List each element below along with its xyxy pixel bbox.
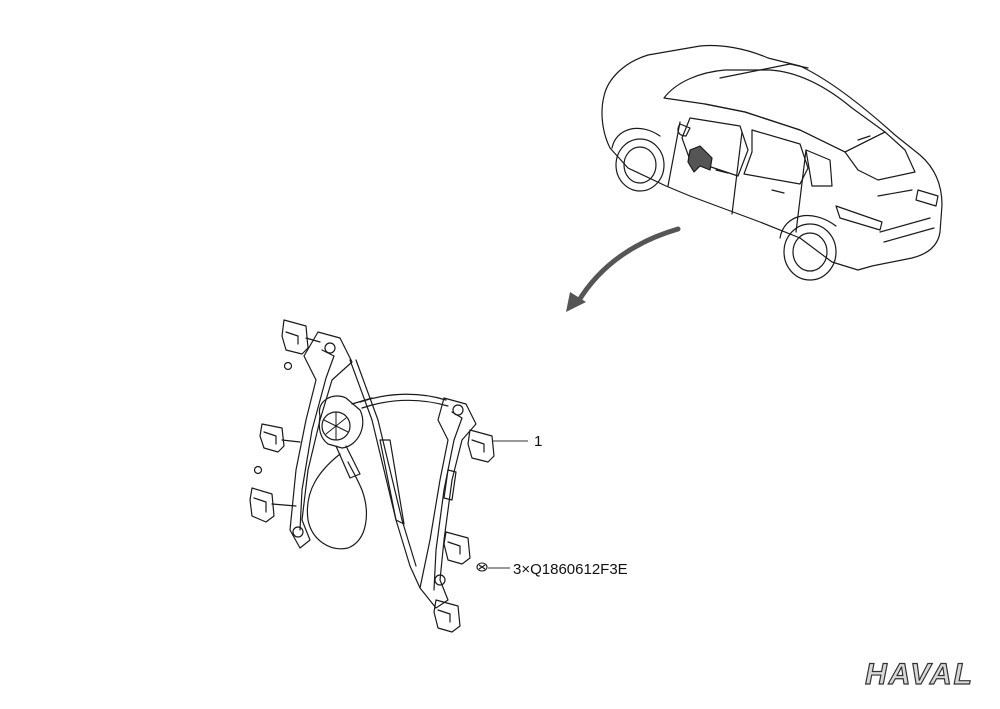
curved-arrow-icon	[566, 226, 681, 312]
part-number-label: 1	[534, 433, 542, 450]
part-callout-1: 1	[492, 433, 542, 450]
suv-rear-three-quarter-icon	[601, 44, 943, 281]
fastener-callout: 3×Q1860612F3E	[476, 561, 628, 578]
fastener-part-label: 3×Q1860612F3E	[513, 561, 628, 578]
window-regulator-icon	[249, 319, 495, 633]
logo-text: HAVAL	[865, 658, 974, 691]
haval-logo: HAVAL	[865, 657, 974, 691]
screw-icon	[476, 562, 488, 572]
